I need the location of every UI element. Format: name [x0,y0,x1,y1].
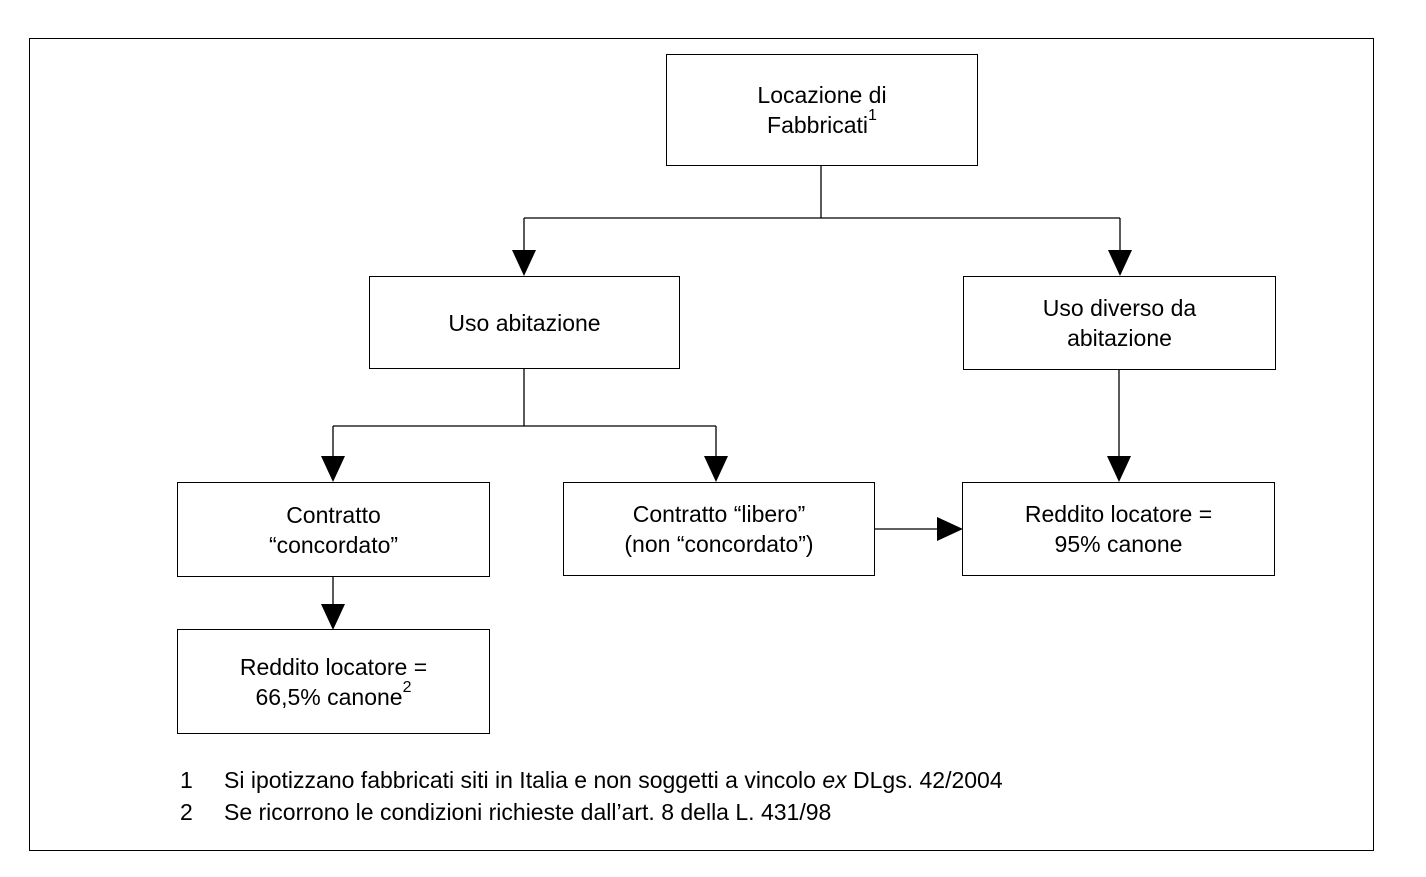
node-reddito-665: Reddito locatore = 66,5% canone2 [177,629,490,734]
node-contratto-libero: Contratto “libero” (non “concordato”) [563,482,875,576]
arrowhead-reddito665 [321,604,345,630]
footnote-1-number: 1 [180,767,193,793]
arrowhead-libero [704,456,728,482]
arrowhead-uso-diverso [1108,250,1132,276]
diagram-frame [29,38,1374,851]
node-libero-line1: Contratto “libero” [632,501,806,527]
footnote-2: 2 Se ricorrono le condizioni richieste d… [180,796,1003,828]
arrowhead-reddito95-from-diverso [1107,456,1131,482]
footnote-1: 1 Si ipotizzano fabbricati siti in Itali… [180,764,1003,796]
footnote-1-text-after: DLgs. 42/2004 [846,767,1003,793]
node-uso-abitazione-label: Uso abitazione [448,309,601,336]
node-reddito665-line1: Reddito locatore = [239,653,428,680]
node-locazione-fabbricati: Locazione di Fabbricati1 [666,54,978,166]
node-uso-diverso-line1: Uso diverso da [1042,295,1197,321]
node-reddito665-line2: 66,5% canone [255,683,403,710]
footnote-2-number: 2 [180,799,193,825]
footnotes: 1 Si ipotizzano fabbricati siti in Itali… [180,764,1003,828]
node-contratto-concordato: Contratto “concordato” [177,482,490,577]
node-reddito95-line2: 95% canone [1054,531,1183,557]
node-uso-abitazione: Uso abitazione [369,276,680,369]
footnote-1-text-italic: ex [822,767,847,793]
node-libero-line2: (non “concordato”) [624,531,814,557]
arrowhead-reddito95-from-libero [937,517,963,541]
node-locazione-line2: Fabbricati [767,112,869,138]
node-reddito95-line1: Reddito locatore = [1024,501,1213,527]
node-concordato-line1: Contratto [286,501,381,528]
arrowhead-uso-abitazione [512,250,536,276]
node-concordato-line2: “concordato” [268,531,399,558]
footnote-ref-1: 1 [868,107,877,125]
node-uso-diverso: Uso diverso da abitazione [963,276,1276,370]
node-locazione-line1: Locazione di [757,82,887,108]
footnote-1-text-before: Si ipotizzano fabbricati siti in Italia … [224,767,823,793]
node-reddito-95: Reddito locatore = 95% canone [962,482,1275,576]
node-uso-diverso-line2: abitazione [1067,325,1172,351]
footnote-ref-2: 2 [402,678,412,696]
footnote-2-text: Se ricorrono le condizioni richieste dal… [224,799,832,825]
arrowhead-concordato [321,456,345,482]
